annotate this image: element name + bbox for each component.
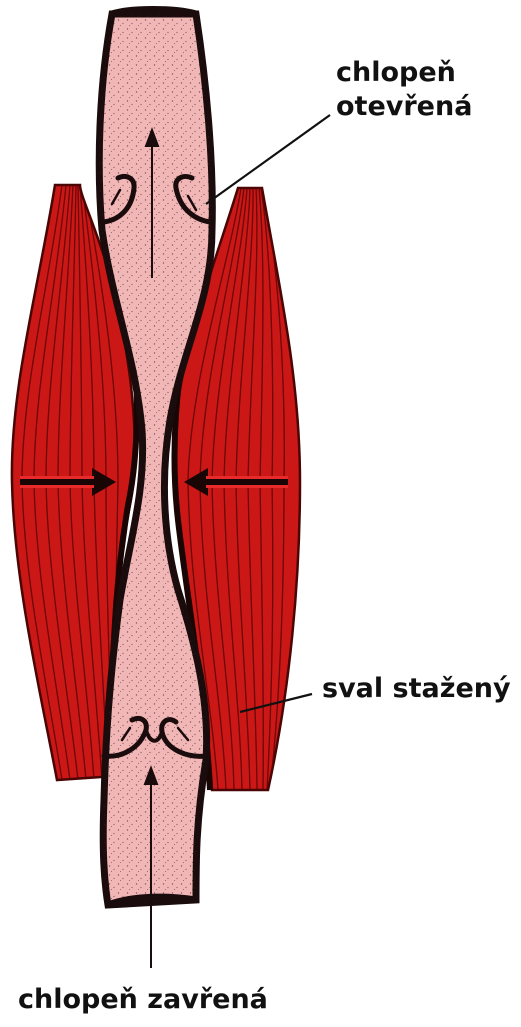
label-muscle-contracted: sval stažený: [322, 672, 511, 706]
label-valve-closed: chlopeň zavřená: [18, 983, 268, 1017]
label-valve-open-line1: chlopeň: [336, 56, 472, 90]
label-valve-open-line2: otevřená: [336, 90, 472, 124]
label-valve-open: chlopeň otevřená: [336, 56, 472, 124]
valve-open-leader: [206, 115, 330, 204]
